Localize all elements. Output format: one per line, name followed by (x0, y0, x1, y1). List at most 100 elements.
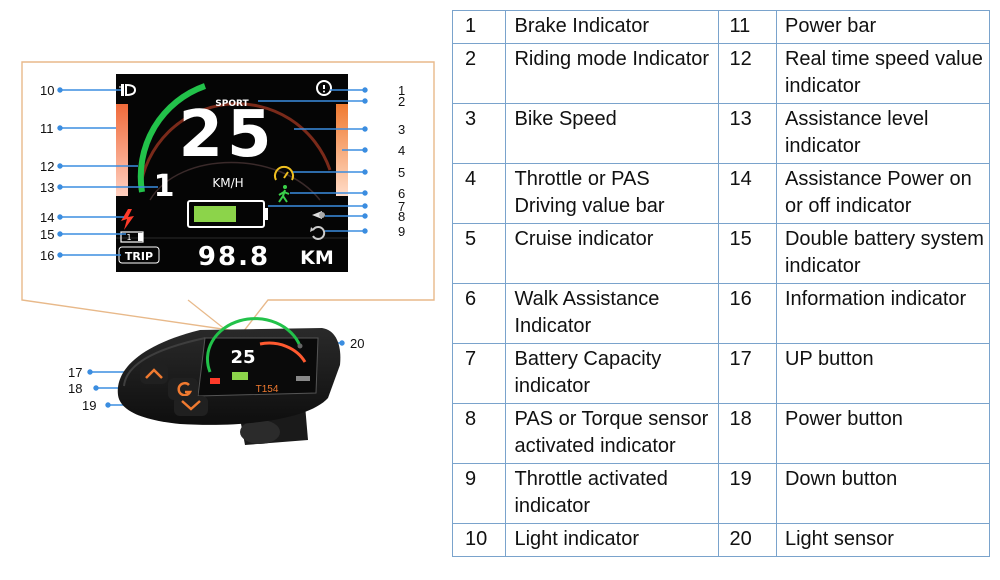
callout-20: 20 (350, 336, 364, 351)
legend-number: 5 (451, 223, 507, 284)
display-diagram: SPORT 25 KM/H 1 1 (21, 61, 435, 445)
light-icon (119, 83, 137, 97)
callout-17: 17 (68, 365, 82, 380)
callout-3: 3 (398, 122, 405, 137)
legend-label: Assistance Power on or off indicator (775, 163, 991, 224)
legend-label: Riding mode Indicator (505, 43, 720, 104)
legend-label: Information indicator (775, 283, 991, 344)
callout-7: 7 (398, 199, 405, 214)
assist-power-icon (121, 209, 134, 230)
callout-15: 15 (40, 227, 54, 242)
legend-label: Real time speed value indicator (775, 43, 991, 104)
legend-label: Battery Capacity indicator (505, 343, 720, 404)
riding-mode: SPORT (215, 99, 249, 109)
zoom-frame (21, 61, 435, 333)
cruise-icon (274, 165, 294, 181)
legend-label: Light indicator (505, 523, 720, 557)
callout-14: 14 (40, 210, 54, 225)
callout-11: 11 (40, 121, 54, 136)
callout-12: 12 (40, 159, 54, 174)
legend-number: 17 (718, 343, 777, 404)
legend-number: 20 (718, 523, 777, 557)
device-model: T154 (256, 384, 279, 395)
up-button[interactable] (140, 364, 168, 384)
legend-number: 19 (718, 463, 777, 524)
legend-number: 16 (718, 283, 777, 344)
callout-2: 2 (398, 94, 405, 109)
assist-level: 1 (154, 169, 175, 204)
callout-6: 6 (398, 186, 405, 201)
down-button[interactable] (174, 396, 208, 416)
legend-label: Cruise indicator (505, 223, 720, 284)
info-unit: KM (300, 247, 334, 269)
device-mini-speed: 25 (230, 347, 255, 368)
legend-label: Throttle activated indicator (505, 463, 720, 524)
callout-1: 1 (398, 83, 405, 98)
callout-9: 9 (398, 224, 405, 239)
legend-number: 11 (718, 10, 777, 44)
power-icon (177, 381, 193, 397)
double-battery-icon: 1 (120, 231, 144, 243)
info-value: 98.8 (198, 242, 270, 272)
legend-number: 3 (451, 103, 507, 164)
callout-16: 16 (40, 248, 54, 263)
legend-label: Power bar (775, 10, 991, 44)
down-arrow-icon (181, 400, 201, 411)
legend-label: UP button (775, 343, 991, 404)
speed-ring (138, 102, 332, 191)
display-device: 25 T154 (117, 317, 341, 445)
speed-unit: KM/H (212, 176, 243, 190)
legend-number: 8 (451, 403, 507, 464)
legend-number: 12 (718, 43, 777, 104)
light-sensor (297, 343, 303, 349)
legend-label: Power button (775, 403, 991, 464)
pas-sensor-icon (312, 211, 325, 219)
callout-5: 5 (398, 165, 405, 180)
power-button[interactable] (168, 378, 198, 400)
legend-label: PAS or Torque sensor activated indicator (505, 403, 720, 464)
legend-number: 9 (451, 463, 507, 524)
speed-arc (137, 83, 206, 193)
up-arrow-icon (145, 368, 163, 379)
legend-number: 1 (451, 10, 507, 44)
info-label: TRIP (125, 250, 153, 263)
bike-speed: 25 (178, 98, 275, 172)
legend-number: 15 (718, 223, 777, 284)
legend-label: Walk Assistance Indicator (505, 283, 720, 344)
callout-19: 19 (82, 398, 96, 413)
legend-number: 7 (451, 343, 507, 404)
walk-assist-icon (278, 185, 290, 203)
legend-label: Throttle or PAS Driving value bar (505, 163, 720, 224)
callout-13: 13 (40, 180, 54, 195)
brake-icon (316, 80, 332, 96)
legend-number: 18 (718, 403, 777, 464)
legend-number: 14 (718, 163, 777, 224)
callout-4: 4 (398, 143, 405, 158)
legend-number: 13 (718, 103, 777, 164)
legend-number: 4 (451, 163, 507, 224)
legend-number: 6 (451, 283, 507, 344)
legend-number: 10 (451, 523, 507, 557)
legend-label: Bike Speed (505, 103, 720, 164)
legend-label: Double battery system indicator (775, 223, 991, 284)
power-bar (116, 104, 128, 196)
legend-label: Light sensor (775, 523, 991, 557)
legend-number: 2 (451, 43, 507, 104)
legend-label: Brake Indicator (505, 10, 720, 44)
battery-capacity-icon (187, 200, 268, 228)
callout-10: 10 (40, 83, 54, 98)
legend-label: Assistance level indicator (775, 103, 991, 164)
svg-text:1: 1 (126, 233, 131, 242)
callout-numbers: 10 11 12 13 14 15 16 1 2 3 4 5 6 7 8 9 1… (40, 83, 405, 413)
